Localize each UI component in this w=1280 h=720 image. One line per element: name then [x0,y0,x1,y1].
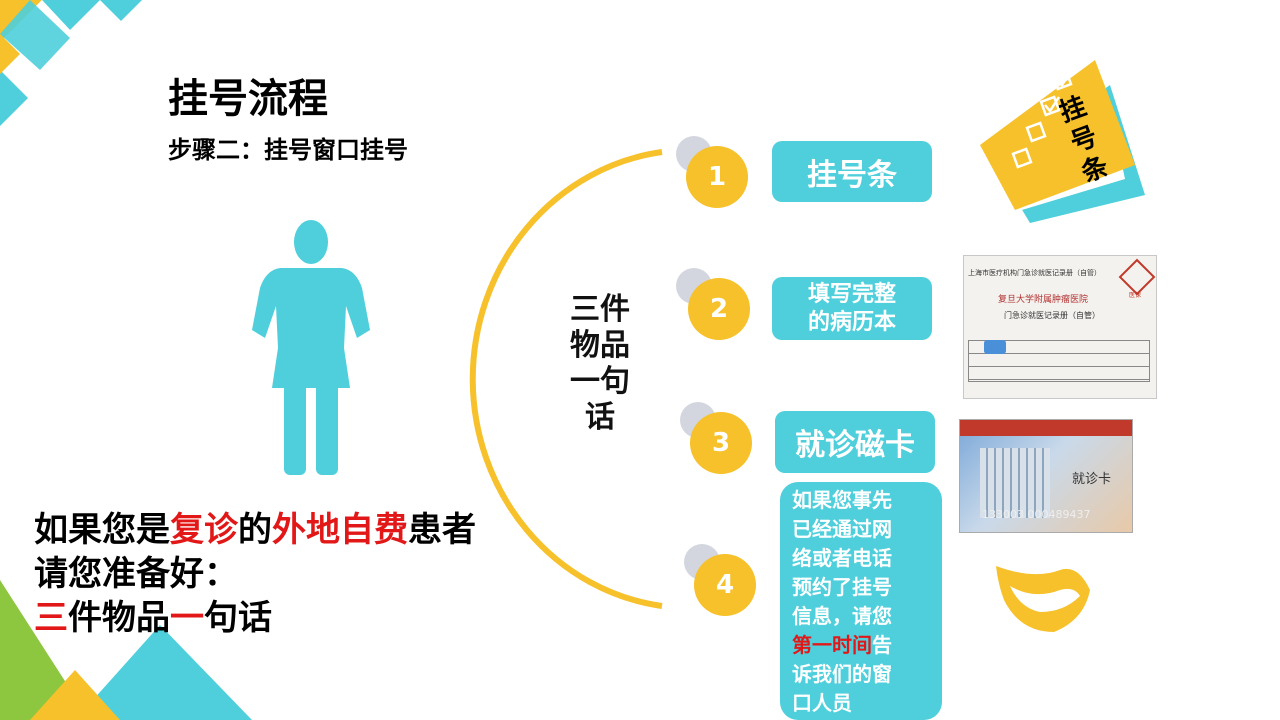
step-4-line: 已经通过网 [792,517,892,541]
bottom-text: 句话 [204,598,272,638]
bottom-left-decoration [0,580,252,720]
bottom-text-highlight: 三 [34,598,68,638]
step-4-highlight: 第一时间 [792,633,872,657]
step-4-line: 口人员 [792,691,852,715]
step-1-number: 1 [686,146,748,208]
step-2-number: 2 [688,278,750,340]
step-3-number: 3 [690,412,752,474]
record-book-redacted-field [984,340,1006,354]
step-4-line: 诉我们的窗 [792,662,892,686]
record-book-subheader: 门急诊就医记录册（自管） [1004,311,1100,320]
bottom-text: 的 [238,510,272,550]
step-4-line: 络或者电话 [792,546,892,570]
top-left-decoration [0,0,142,126]
bottom-text-highlight: 外地自费 [272,510,408,550]
medical-record-book-image: 上海市医疗机构门急诊就医记录册（自管） 医保 复旦大学附属肿瘤医院 门急诊就医记… [963,255,1157,399]
step-4-note: 如果您事先 已经通过网 络或者电话 预约了挂号 信息，请您 第一时间告 诉我们的… [780,482,942,720]
medical-card-header-bar [960,420,1132,436]
bottom-note: 如果您是复诊的外地自费患者 请您准备好： 三件物品一句话 [34,508,476,640]
step-2-label-line: 填写完整 [807,281,896,307]
lips-icon [996,566,1090,632]
medical-card-label: 就诊卡 [1072,472,1112,487]
step-1-label: 挂号条 [772,141,932,202]
bottom-note-line-2: 请您准备好： [34,554,238,594]
step-4-line: 预约了挂号 [792,575,892,599]
bottom-note-line-1: 如果您是复诊的外地自费患者 [34,508,476,552]
record-book-logo-caption: 医保 [1129,292,1142,299]
step-4-number: 4 [694,554,756,616]
page-title: 挂号流程 [168,76,328,122]
bottom-text: 如果您是 [34,510,170,550]
center-label-line: 三件 [570,292,630,327]
center-label: 三件 物品 一句 话 [562,292,638,436]
medical-card-number: 133003 000489437 [982,508,1091,521]
step-4-line: 如果您事先 [792,488,892,512]
center-arc [469,149,663,609]
step-2-label-line: 的病历本 [807,309,896,335]
bottom-note-line-3: 三件物品一句话 [34,596,476,640]
step-4-after-highlight: 告 [872,633,892,657]
center-label-line: 话 [585,400,615,435]
bottom-text-highlight: 复诊 [170,510,238,550]
step-4-line: 信息，请您 [792,604,892,628]
person-icon [252,220,370,475]
bottom-text: 件物品 [68,598,170,638]
bottom-text-highlight: 一 [170,598,204,638]
center-label-line: 一句 [570,364,630,399]
bottom-text: 患者 [408,510,476,550]
checklist-card-illustration [980,60,1145,223]
medical-card-building [980,448,1050,518]
medical-card-image: 就诊卡 133003 000489437 [959,419,1133,533]
step-3-label: 就诊磁卡 [775,411,935,473]
record-book-header: 上海市医疗机构门急诊就医记录册（自管） [968,269,1101,277]
page-subtitle: 步骤二：挂号窗口挂号 [168,136,408,164]
center-label-line: 物品 [570,328,630,363]
step-2-label: 填写完整 的病历本 [772,277,932,340]
step-4-line: 第一时间告 [792,631,892,660]
record-book-hospital: 复旦大学附属肿瘤医院 [998,295,1089,305]
